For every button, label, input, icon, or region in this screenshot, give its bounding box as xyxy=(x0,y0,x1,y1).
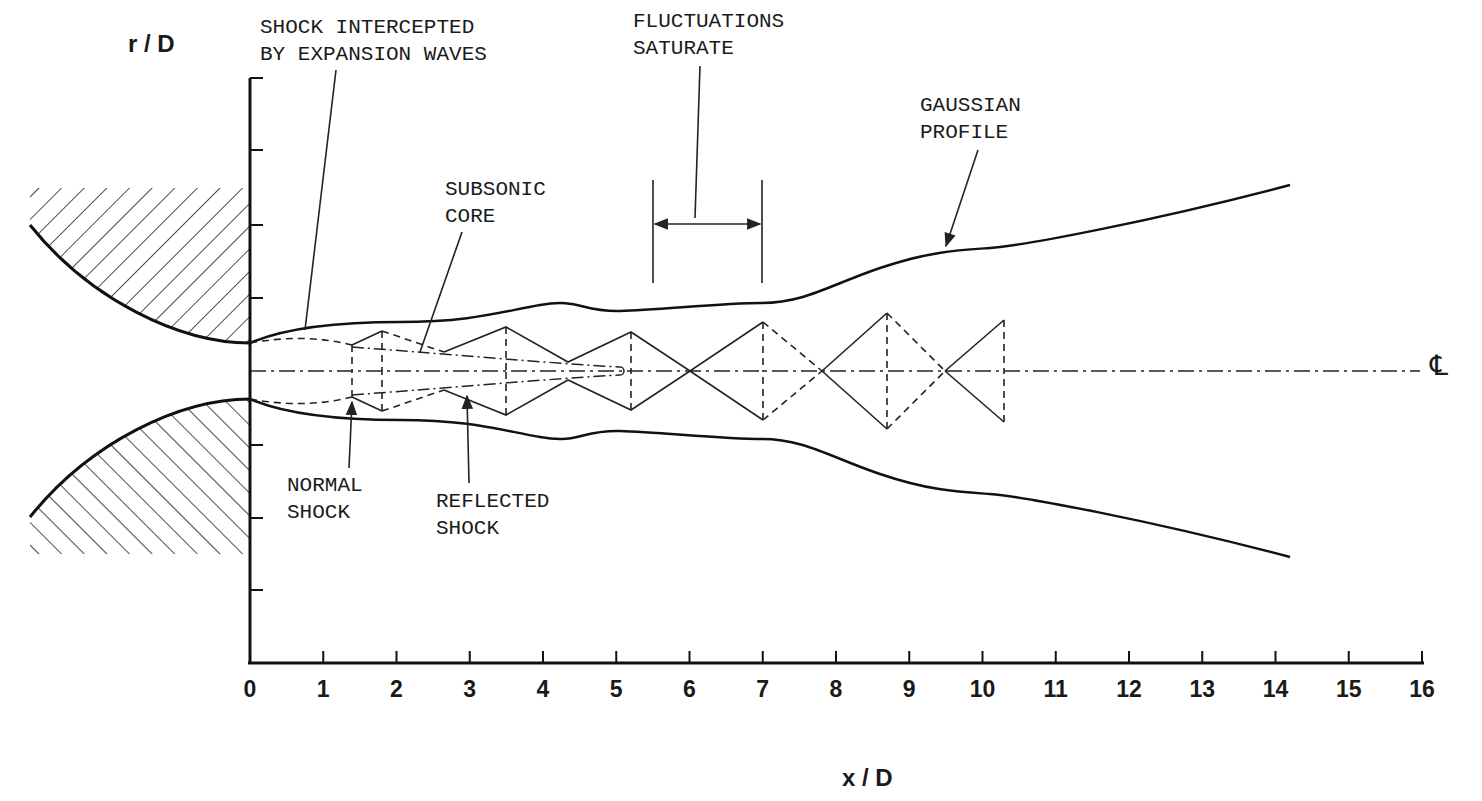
tick-label: 10 xyxy=(970,676,996,703)
x-ticks xyxy=(250,651,1422,663)
oblique-shocks xyxy=(352,313,1004,371)
x-tick xyxy=(615,651,617,663)
axis-title: r / D xyxy=(128,30,175,57)
jet-half-mirror xyxy=(30,371,1290,557)
tick-label: 15 xyxy=(1336,676,1362,703)
callout-label: FLUCTUATIONS SATURATE xyxy=(633,8,797,62)
x-tick xyxy=(1275,651,1277,663)
x-tick xyxy=(1348,651,1350,663)
x-tick xyxy=(1128,651,1130,663)
tick-label: 16 xyxy=(1409,676,1435,703)
x-tick xyxy=(542,651,544,663)
tick-label: 1 xyxy=(317,676,330,703)
centerline xyxy=(250,370,1420,371)
axis-title: x / D xyxy=(842,764,893,791)
x-tick xyxy=(1201,651,1203,663)
x-tick xyxy=(249,651,251,663)
axes xyxy=(248,78,1424,664)
x-tick xyxy=(469,651,471,663)
jet-half xyxy=(30,185,1290,371)
tick-label: 14 xyxy=(1263,676,1289,703)
tick-label: 0 xyxy=(244,676,257,703)
x-tick xyxy=(689,651,691,663)
x-tick xyxy=(1055,651,1057,663)
x-tick xyxy=(835,651,837,663)
x-tick xyxy=(322,651,324,663)
tick-label: 2 xyxy=(390,676,403,703)
centerline-symbol: ℄ xyxy=(1430,352,1448,379)
intercepted-shock xyxy=(250,338,352,345)
subsonic-core-line xyxy=(352,347,624,371)
tick-label: 7 xyxy=(756,676,769,703)
leader-lines xyxy=(305,66,978,483)
tick-label: 8 xyxy=(830,676,843,703)
tick-label: 13 xyxy=(1189,676,1215,703)
callout-label: REFLECTED SHOCK xyxy=(436,488,562,542)
tick-label: 9 xyxy=(903,676,916,703)
callout-label: SUBSONIC CORE xyxy=(445,176,558,230)
tick-label: 6 xyxy=(683,676,696,703)
tick-label: 4 xyxy=(537,676,550,703)
tick-label: 12 xyxy=(1116,676,1142,703)
y-ticks xyxy=(250,78,263,590)
x-tick xyxy=(762,651,764,663)
callout-label: SHOCK INTERCEPTED BY EXPANSION WAVES xyxy=(260,14,499,68)
callout-label: NORMAL SHOCK xyxy=(287,472,375,526)
tick-label: 11 xyxy=(1044,676,1068,703)
nozzle-hatch xyxy=(30,188,250,343)
jet-boundary xyxy=(250,185,1290,343)
tick-label: 3 xyxy=(463,676,476,703)
normal-shocks xyxy=(352,313,1004,371)
nozzle-wall xyxy=(30,225,250,343)
callout-label: GAUSSIAN PROFILE xyxy=(920,92,1033,146)
tick-label: 5 xyxy=(610,676,623,703)
x-tick xyxy=(1421,651,1423,663)
x-tick xyxy=(982,651,984,663)
x-tick xyxy=(908,651,910,663)
x-tick xyxy=(396,651,398,663)
